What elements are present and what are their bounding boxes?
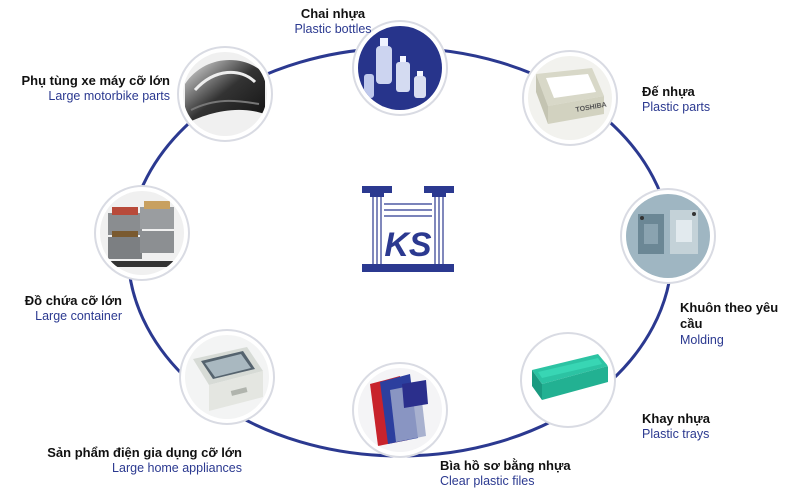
label-en: Large motorbike parts [48, 89, 170, 104]
product-photo-container [94, 185, 190, 281]
product-photo-molding [620, 188, 716, 284]
tray-icon [526, 338, 610, 422]
label-vi: Khuôn theo yêu cầu [680, 300, 779, 332]
mold-icon [626, 194, 710, 278]
label-en: Plastic bottles [294, 22, 372, 37]
product-photo-trays [520, 332, 616, 428]
product-photo-bases: TOSHIBA [522, 50, 618, 146]
label-en: Plastic trays [642, 427, 710, 442]
label-vi: Phụ tùng xe máy cỡ lớn [21, 73, 170, 88]
label-plastic-bottles: Chai nhựa Plastic bottles [248, 6, 418, 38]
label-en: Molding [680, 332, 724, 347]
label-large-home-appliances: Sản phẩm điện gia dụng cỡ lớn Large home… [20, 445, 242, 477]
label-vi: Đế nhựa [642, 84, 695, 99]
label-large-motorbike-parts: Phụ tùng xe máy cỡ lớn Large motorbike p… [10, 73, 170, 105]
label-plastic-parts: Đế nhựa Plastic parts [642, 84, 792, 116]
label-vi: Bìa hồ sơ bằng nhựa [440, 458, 571, 473]
motorbike-part-icon [183, 52, 267, 136]
folder-icon [358, 368, 442, 452]
logo-text: KS [384, 226, 432, 264]
label-en: Large container [35, 309, 122, 324]
label-vi: Chai nhựa [300, 6, 366, 21]
label-en: Plastic parts [642, 100, 711, 115]
product-photo-bottles [352, 20, 448, 116]
label-molding: Khuôn theo yêu cầu Molding [680, 300, 798, 348]
label-plastic-trays: Khay nhựa Plastic trays [642, 411, 792, 443]
plastic-base-icon: TOSHIBA [528, 56, 612, 140]
product-photo-appliances [179, 329, 275, 425]
label-en: Clear plastic files [440, 474, 535, 489]
label-vi: Sản phẩm điện gia dụng cỡ lớn [47, 445, 242, 460]
product-photo-files [352, 362, 448, 458]
label-en: Large home appliances [112, 461, 242, 476]
label-vi: Khay nhựa [642, 411, 710, 426]
crate-icon [100, 191, 184, 275]
product-photo-motorbike [177, 46, 273, 142]
label-clear-plastic-files: Bìa hồ sơ bằng nhựa Clear plastic files [440, 458, 620, 490]
label-large-container: Đồ chứa cỡ lớn Large container [20, 293, 122, 325]
appliance-icon [185, 335, 269, 419]
ks-logo: KS [362, 186, 454, 272]
bottles-icon [358, 26, 442, 110]
label-vi: Đồ chứa cỡ lớn [24, 293, 122, 308]
